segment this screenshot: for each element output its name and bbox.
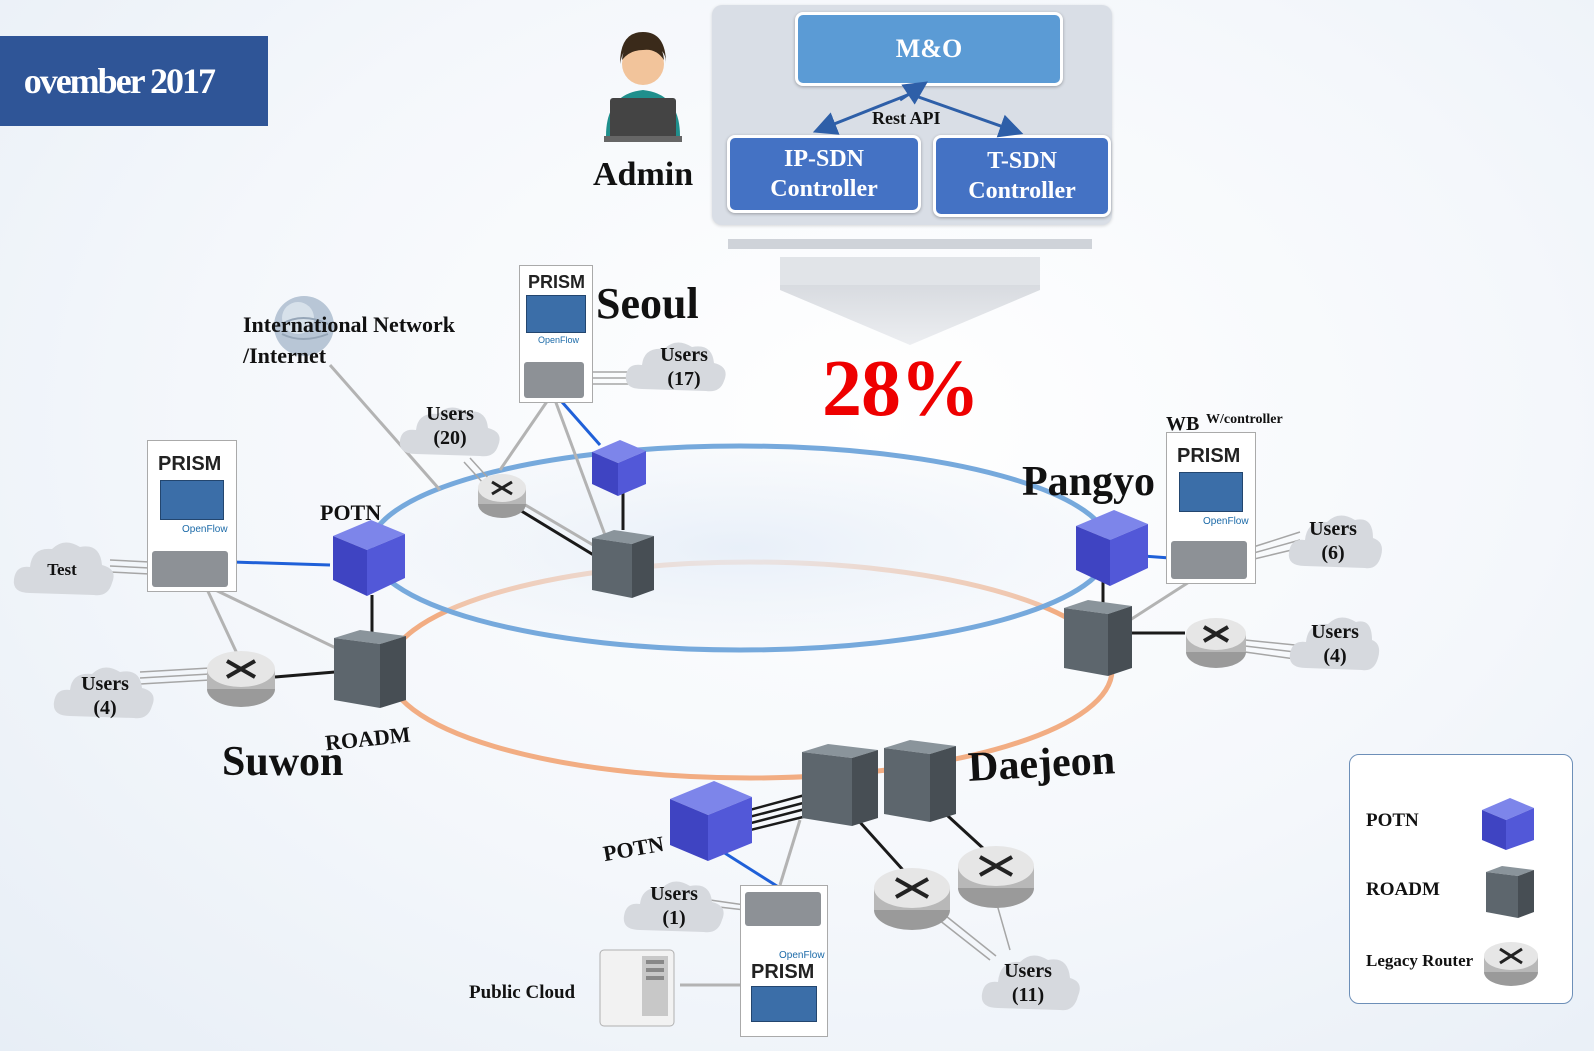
cloud-icon — [981, 955, 1080, 1011]
roadm-icon — [802, 744, 878, 826]
cloud-count: (1) — [662, 907, 686, 929]
openflow-switch-icon — [524, 362, 584, 398]
legend-roadm-label: ROADM — [1366, 879, 1440, 900]
openflow-switch-icon — [745, 892, 821, 926]
potn-cube-icon — [592, 440, 646, 496]
roadm-icon — [1486, 866, 1534, 918]
prism-controller-daejeon: OpenFlow PRISM — [740, 885, 828, 1037]
internet-label: /Internet — [243, 343, 327, 368]
city-daejeon: Daejeon — [966, 737, 1117, 791]
openflow-switch-icon — [1171, 541, 1247, 579]
rest-api-label: Rest API — [872, 108, 941, 128]
ip-sdn-controller-box: IP-SDN Controller — [727, 135, 921, 213]
cloud-icon — [623, 881, 724, 933]
legacy-router-icon — [874, 868, 950, 930]
cloud-users-suwon: Users(4) — [75, 672, 135, 720]
prism-controller-pangyo: PRISM OpenFlow — [1166, 432, 1256, 584]
prism-logo: PRISM — [528, 272, 586, 292]
public-cloud-label: Public Cloud — [469, 982, 576, 1003]
cloud-label: Users — [660, 344, 708, 366]
legend-legacy-router-label: Legacy Router — [1366, 951, 1474, 970]
legend-potn-label: POTN — [1366, 810, 1419, 831]
prism-logo: PRISM — [751, 961, 815, 983]
t-sdn-controller-box: T-SDN Controller — [933, 135, 1111, 217]
legacy-router-icon — [207, 651, 275, 707]
cloud-label: Users — [426, 403, 474, 425]
openflow-logo: OpenFlow — [1203, 516, 1249, 527]
openflow-logo: OpenFlow — [538, 335, 580, 345]
roadm-icon — [334, 630, 406, 708]
server-icon — [599, 949, 675, 1027]
cloud-count: (6) — [1321, 542, 1345, 564]
cloud-count: (17) — [667, 368, 701, 390]
down-arrow — [728, 239, 1092, 345]
legacy-router-icon — [1484, 942, 1538, 986]
cloud-users-pangyo-6: Users(6) — [1303, 517, 1363, 565]
cloud-icon — [13, 542, 114, 596]
cloud-icon — [399, 407, 500, 457]
legacy-router-icon — [1186, 618, 1246, 668]
date-banner: ovember 2017 — [0, 36, 268, 126]
cloud-label: Users — [81, 673, 129, 695]
cloud-users-daejeon-1: Users(1) — [644, 882, 704, 930]
cloud-icon — [1289, 617, 1380, 671]
potn-cube-icon — [1482, 798, 1534, 850]
cloud-label: Users — [1309, 518, 1357, 540]
openflow-switch-icon — [152, 551, 228, 587]
ip-sdn-label: IP-SDN Controller — [770, 146, 878, 202]
prism-logo: PRISM — [1177, 445, 1241, 467]
prism-logo: PRISM — [158, 453, 222, 475]
date-text: ovember 2017 — [23, 61, 216, 101]
cloud-label: Test — [47, 560, 77, 579]
legacy-router-icon — [478, 474, 526, 518]
cloud-users-pangyo-4: Users(4) — [1305, 620, 1365, 668]
wb-controller-label: W/controller — [1206, 412, 1283, 427]
prism-controller-suwon: PRISM OpenFlow — [147, 440, 237, 592]
potn-cube-icon — [1076, 510, 1148, 586]
city-seoul: Seoul — [596, 279, 699, 328]
cloud-count: (20) — [433, 427, 467, 449]
city-suwon: Suwon — [222, 739, 344, 785]
cloud-count: (4) — [1323, 645, 1347, 667]
potn-cube-icon — [333, 520, 405, 596]
mo-box: M&O — [795, 12, 1063, 86]
cloud-users-20: Users(20) — [420, 402, 480, 450]
percentage-value: 28% — [822, 345, 980, 433]
cloud-icon — [53, 667, 154, 719]
cloud-test: Test — [40, 558, 84, 582]
wb-label: WB — [1166, 413, 1200, 435]
roadm-icon — [592, 530, 654, 598]
cloud-label: Users — [1311, 621, 1359, 643]
cloud-count: (4) — [93, 697, 117, 719]
city-pangyo: Pangyo — [1022, 459, 1156, 505]
roadm-icon — [1064, 600, 1132, 676]
cloud-users-seoul: Users(17) — [654, 343, 714, 391]
t-sdn-label: T-SDN Controller — [968, 148, 1076, 204]
cloud-label: Users — [1004, 960, 1052, 982]
mo-label: M&O — [895, 34, 963, 63]
roadm-icon — [884, 740, 956, 822]
cloud-users-daejeon-11: Users(11) — [998, 959, 1058, 1007]
openflow-logo: OpenFlow — [779, 950, 825, 961]
admin-label: Admin — [593, 156, 694, 193]
rest-api-arrows — [812, 81, 1024, 138]
cloud-label: Users — [650, 883, 698, 905]
legacy-router-icon — [958, 846, 1034, 908]
prism-controller-seoul: PRISM OpenFlow — [519, 265, 593, 403]
person-laptop-icon — [604, 32, 682, 142]
cloud-icon — [1288, 515, 1382, 569]
cloud-count: (11) — [1011, 984, 1045, 1006]
globe-icon — [274, 296, 334, 356]
potn-cube-icon — [670, 781, 752, 861]
openflow-logo: OpenFlow — [182, 524, 228, 535]
international-network-label: International Network — [243, 312, 456, 337]
cloud-icon — [625, 342, 726, 392]
